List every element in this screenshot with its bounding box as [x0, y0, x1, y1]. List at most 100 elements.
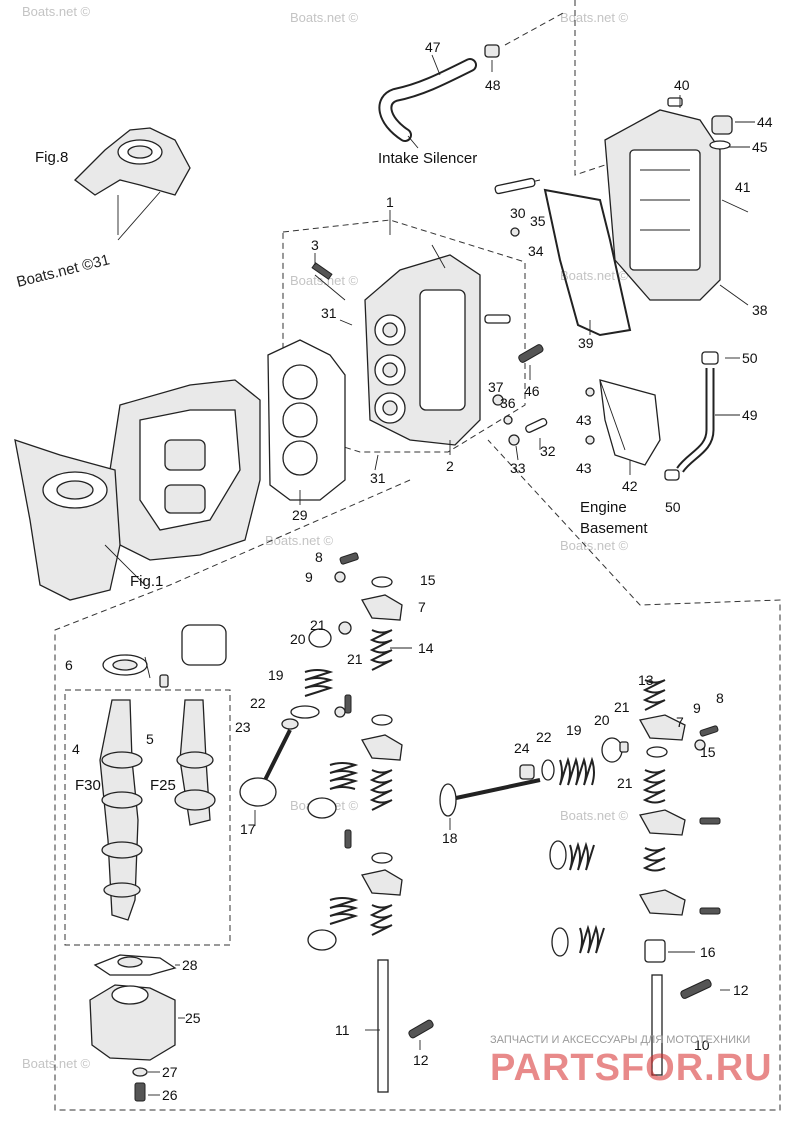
- valve-train-left: [239, 552, 434, 1093]
- callout-13: 13: [638, 672, 654, 688]
- callout-9-right: 9: [693, 700, 701, 716]
- cover-gasket: [494, 177, 632, 337]
- callout-42: 42: [622, 478, 638, 494]
- callout-17: 17: [240, 821, 256, 837]
- callout-43-lower: 43: [576, 460, 592, 476]
- callout-31-lower: 31: [370, 470, 386, 486]
- callout-37: 37: [488, 379, 504, 395]
- callout-47: 47: [425, 39, 441, 55]
- fig1-label: Fig.1: [130, 573, 163, 590]
- callout-21-left-b: 21: [347, 651, 363, 667]
- watermark: Boats.net ©: [560, 268, 629, 283]
- callout-28: 28: [182, 957, 198, 973]
- callout-29: 29: [292, 507, 308, 523]
- callout-24: 24: [514, 740, 530, 756]
- callout-23: 23: [235, 719, 251, 735]
- callout-26: 26: [162, 1087, 178, 1103]
- callout-4: 4: [72, 741, 80, 757]
- f30-label: F30: [75, 777, 101, 794]
- watermark-dark: Boats.net ©31: [15, 251, 112, 291]
- callout-40: 40: [674, 77, 690, 93]
- callout-5: 5: [146, 731, 154, 747]
- callout-21-left-a: 21: [310, 617, 326, 633]
- callout-15-left: 15: [420, 572, 436, 588]
- callout-19-left: 19: [268, 667, 284, 683]
- head-cover: [604, 97, 749, 301]
- callout-12-lower: 12: [413, 1052, 429, 1068]
- callout-22-left: 22: [250, 695, 266, 711]
- brand-watermark: ЗАПЧАСТИ И АКСЕССУАРЫ ДЛЯ МОТОТЕХНИКИ PA…: [490, 1034, 773, 1089]
- callout-14: 14: [418, 640, 434, 656]
- callout-18: 18: [442, 830, 458, 846]
- callout-1: 1: [386, 194, 394, 210]
- callout-49: 49: [742, 407, 758, 423]
- callout-16: 16: [700, 944, 716, 960]
- intake-hose: Intake Silencer: [378, 44, 500, 167]
- callout-38: 38: [752, 302, 768, 318]
- callout-8-right: 8: [716, 690, 724, 706]
- callout-20-left: 20: [290, 631, 306, 647]
- watermark: Boats.net ©: [560, 808, 629, 823]
- callout-numbers: 47 48 40 44 45 41 30 35 34 1 3 31 31 38 …: [65, 39, 773, 1103]
- engine-label: Engine: [580, 499, 627, 516]
- callout-50-upper: 50: [742, 350, 758, 366]
- callout-7-right: 7: [676, 714, 684, 730]
- watermark: Boats.net ©: [560, 538, 629, 553]
- callout-7-left: 7: [418, 599, 426, 615]
- watermark: Boats.net ©: [290, 273, 359, 288]
- callout-31-upper: 31: [321, 305, 337, 321]
- callout-10: 10: [694, 1037, 710, 1053]
- callout-39: 39: [578, 335, 594, 351]
- assembly-boundaries: [54, 0, 781, 1111]
- callout-22-right: 22: [536, 729, 552, 745]
- callout-2: 2: [446, 458, 454, 474]
- callout-32: 32: [540, 443, 556, 459]
- callout-50-lower: 50: [665, 499, 681, 515]
- brand-logo: PARTSFOR.RU: [490, 1047, 773, 1089]
- callout-46: 46: [524, 383, 540, 399]
- fig8-bracket: Fig.8: [35, 127, 191, 241]
- callout-11: 11: [335, 1022, 350, 1038]
- callout-20-right: 20: [594, 712, 610, 728]
- head-gasket: [267, 339, 346, 501]
- callout-44: 44: [757, 114, 773, 130]
- watermark: Boats.net ©: [265, 533, 334, 548]
- callout-48: 48: [485, 77, 501, 93]
- cylinder-head: [311, 244, 511, 446]
- callout-25: 25: [185, 1010, 201, 1026]
- callout-21-right-a: 21: [614, 699, 630, 715]
- intake-silencer-label: Intake Silencer: [378, 150, 477, 167]
- watermark: Boats.net ©: [22, 1056, 91, 1071]
- callout-12-right: 12: [733, 982, 749, 998]
- fuel-pump-assembly: [89, 954, 177, 1102]
- watermark: Boats.net ©: [22, 4, 91, 19]
- watermark: Boats.net ©: [560, 10, 629, 25]
- callout-15-right: 15: [700, 744, 716, 760]
- camshafts: F30 F25: [75, 624, 227, 921]
- engine-plate: Engine Basement: [580, 379, 661, 537]
- callout-34: 34: [528, 243, 544, 259]
- callout-36: 36: [500, 395, 516, 411]
- callout-41: 41: [735, 179, 751, 195]
- callout-3: 3: [311, 237, 319, 253]
- callout-27: 27: [162, 1064, 178, 1080]
- watermark-layer: Boats.net © Boats.net © Boats.net © Boat…: [22, 4, 629, 1071]
- callout-8-left: 8: [315, 549, 323, 565]
- callout-30: 30: [510, 205, 526, 221]
- leader-lines: [144, 54, 755, 1096]
- callout-9-left: 9: [305, 569, 313, 585]
- f25-label: F25: [150, 777, 176, 794]
- breather-pipe: [664, 351, 719, 481]
- fig8-label: Fig.8: [35, 149, 68, 166]
- watermark: Boats.net ©: [290, 10, 359, 25]
- brand-tagline: ЗАПЧАСТИ И АКСЕССУАРЫ ДЛЯ МОТОТЕХНИКИ: [490, 1034, 750, 1046]
- callout-19-right: 19: [566, 722, 582, 738]
- callout-43-upper: 43: [576, 412, 592, 428]
- callout-35: 35: [530, 213, 546, 229]
- callout-45: 45: [752, 139, 768, 155]
- callout-21-right-b: 21: [617, 775, 633, 791]
- crankcase-assembly: Fig.1: [14, 379, 261, 601]
- callout-6: 6: [65, 657, 73, 673]
- valve-train-right: [439, 679, 721, 1076]
